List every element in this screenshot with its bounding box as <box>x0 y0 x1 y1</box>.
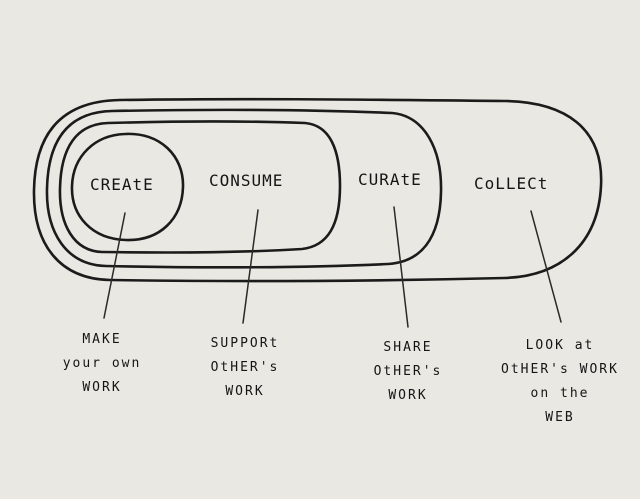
create-label: CREAtE <box>90 175 154 194</box>
curate-description-line-1: SHARE <box>383 340 433 355</box>
consume-description: SUPPORt OtHER's WORK <box>190 332 300 404</box>
collect-description: LOOK at OtHER's WORK on the WEB <box>492 334 628 430</box>
curate-description-line-3: WORK <box>388 388 428 403</box>
curate-description-line-2: OtHER's <box>373 364 443 379</box>
collect-label: CoLLECt <box>474 174 549 193</box>
create-leader-line <box>103 212 126 319</box>
consume-description-line-2: OtHER's <box>210 360 280 375</box>
consume-description-line-3: WORK <box>225 384 265 399</box>
create-description: MAKE your own WORK <box>52 328 152 400</box>
curate-leader-line <box>393 206 409 328</box>
consume-loop <box>58 120 342 254</box>
collect-description-line-4: WEB <box>545 410 575 425</box>
collect-description-line-3: on the <box>530 386 590 401</box>
curate-description: SHARE OtHER's WORK <box>358 336 458 408</box>
consume-label: CONSUME <box>209 171 284 190</box>
collect-description-line-2: OtHER's WORK <box>501 362 619 377</box>
curate-loop <box>45 108 443 269</box>
collect-leader-line <box>530 210 562 323</box>
create-description-line-1: MAKE <box>82 332 122 347</box>
create-description-line-2: your own <box>62 356 142 371</box>
consume-leader-line <box>242 209 259 324</box>
curate-label: CURAtE <box>358 170 422 189</box>
create-circle <box>70 132 185 242</box>
create-description-line-3: WORK <box>82 380 122 395</box>
consume-description-line-1: SUPPORt <box>210 336 280 351</box>
collect-description-line-1: LOOK at <box>525 338 595 353</box>
collect-loop <box>32 97 603 283</box>
